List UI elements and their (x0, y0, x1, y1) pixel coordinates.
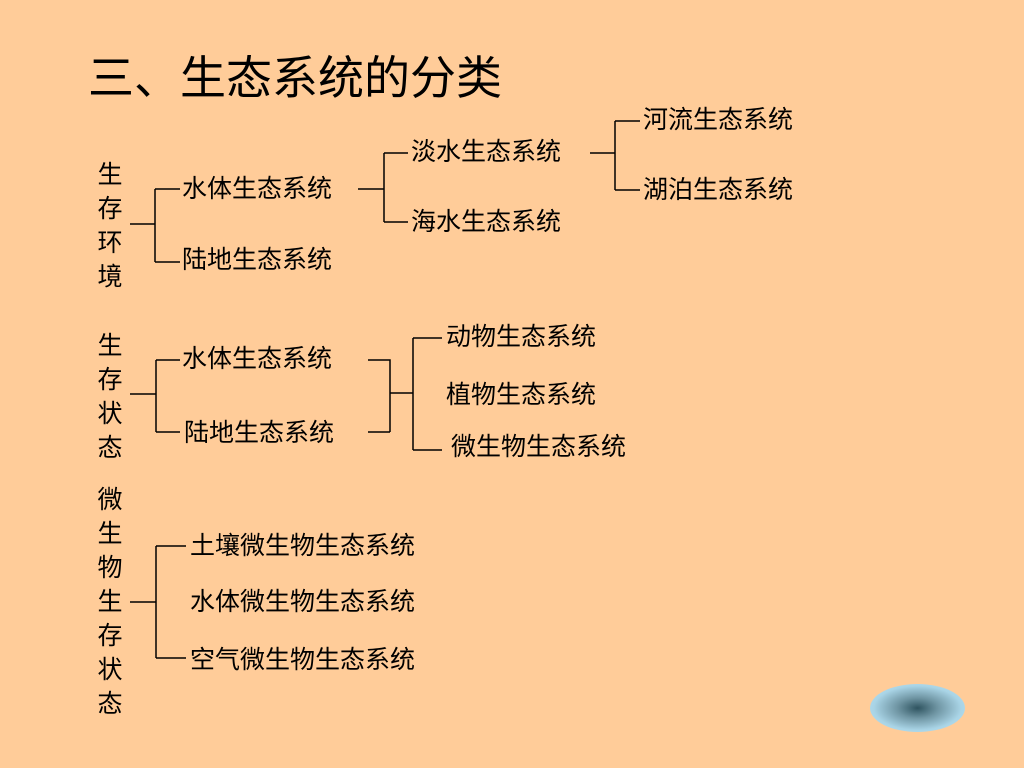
label-char: 生 (97, 160, 123, 189)
node-water-ecosystem: 水体生态系统 (182, 174, 333, 203)
label-char: 状 (97, 655, 123, 684)
bracket-microbe-state (130, 545, 186, 659)
node-water-ecosystem: 水体生态系统 (182, 344, 333, 373)
bracket-water-to-merge (368, 359, 391, 433)
label-char: 状 (97, 399, 123, 428)
label-char: 微 (97, 485, 123, 514)
label-char: 存 (97, 365, 123, 394)
bracket-environment (130, 188, 180, 263)
node-water-microbe-ecosystem: 水体微生物生态系统 (190, 587, 416, 616)
bracket-water (358, 152, 408, 223)
bracket-organisms (412, 337, 442, 451)
label-char: 生 (97, 587, 123, 616)
node-land-ecosystem: 陆地生态系统 (182, 245, 333, 274)
group-label-living-state: 生 存 状 态 (95, 329, 125, 465)
node-microbe-ecosystem: 微生物生态系统 (451, 432, 627, 461)
label-char: 生 (97, 519, 123, 548)
label-char: 态 (97, 433, 123, 462)
node-land-ecosystem: 陆地生态系统 (184, 418, 335, 447)
label-char: 态 (97, 689, 123, 718)
node-freshwater-ecosystem: 淡水生态系统 (411, 137, 562, 166)
node-animal-ecosystem: 动物生态系统 (446, 322, 597, 351)
label-char: 境 (97, 262, 123, 291)
label-char: 环 (97, 228, 123, 257)
node-river-ecosystem: 河流生态系统 (643, 105, 794, 134)
slide-title: 三、生态系统的分类 (88, 51, 502, 105)
node-lake-ecosystem: 湖泊生态系统 (643, 175, 794, 204)
bracket-living-state (130, 359, 180, 433)
oval-nav-button-icon[interactable] (870, 684, 965, 732)
label-char: 物 (97, 553, 123, 582)
node-seawater-ecosystem: 海水生态系统 (411, 207, 562, 236)
label-char: 存 (97, 621, 123, 650)
node-soil-microbe-ecosystem: 土壤微生物生态系统 (190, 531, 416, 560)
group-label-environment: 生 存 环 境 (95, 158, 125, 294)
bracket-freshwater (590, 120, 640, 191)
label-char: 生 (97, 331, 123, 360)
node-air-microbe-ecosystem: 空气微生物生态系统 (190, 645, 416, 674)
node-plant-ecosystem: 植物生态系统 (446, 380, 597, 409)
label-char: 存 (97, 194, 123, 223)
group-label-microbe-state: 微 生 物 生 存 状 态 (95, 483, 125, 721)
